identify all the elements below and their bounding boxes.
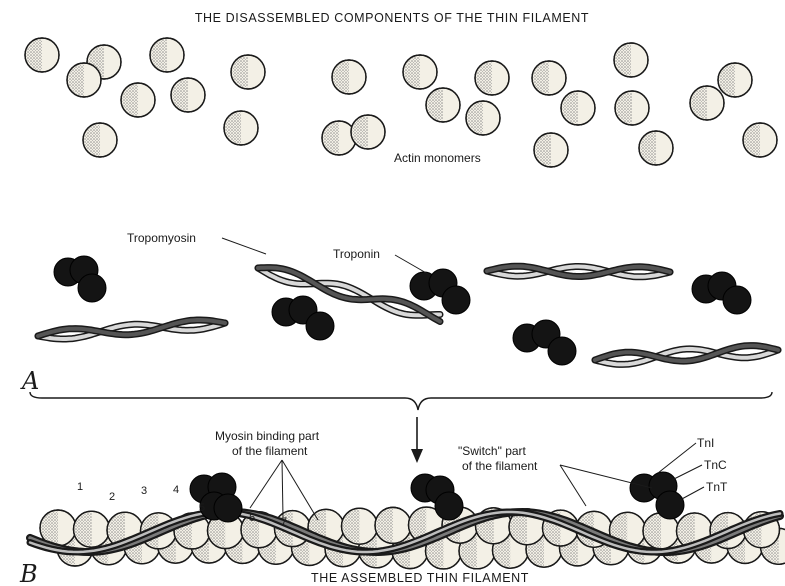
actin-monomer [171,78,205,112]
monomer-number: 1 [77,481,83,493]
actin-monomer [224,111,258,145]
tropomyosin-strand [595,346,778,365]
actin-monomer [534,133,568,167]
filament-actin-monomer [375,507,411,543]
actin-monomer [83,123,117,157]
monomer-number: 3 [141,485,147,497]
filament-troponin-complex [630,472,684,519]
switch-label-line1: "Switch" part [458,444,527,458]
monomer-number: 7 [281,516,287,528]
actin-monomer [426,88,460,122]
disassembled-title: THE DISASSEMBLED COMPONENTS OF THE THIN … [195,11,589,25]
tropomyosin-leader [222,238,266,254]
tropomyosin-strand [487,266,670,277]
tropomyosin-strand [38,320,225,339]
actin-monomer [475,61,509,95]
panel-a-label: A [20,367,39,395]
monomer-number: 4 [173,484,179,496]
actin-monomer [322,121,356,155]
troponin-label: Troponin [333,247,380,261]
actin-monomer [121,83,155,117]
actin-monomers-loose [25,38,777,167]
actin-monomer [25,38,59,72]
actin-monomer [690,86,724,120]
actin-monomer [351,115,385,149]
actin-monomer [614,43,648,77]
actin-monomers-label: Actin monomers [394,151,481,165]
troponin-complex [272,296,334,340]
actin-monomer [67,63,101,97]
actin-monomer [231,55,265,89]
actin-monomer [532,61,566,95]
tni-label: TnI [697,436,714,450]
assembly-arrowhead [411,449,423,463]
troponin-complex [692,272,751,314]
troponin-complex [513,320,576,365]
tnt-label: TnT [706,480,728,494]
filament-actin-monomer [74,511,110,547]
actin-monomer [403,55,437,89]
troponin-leader [395,255,428,274]
filament-actin-monomer [342,508,378,544]
assembled-title: THE ASSEMBLED THIN FILAMENT [311,571,529,585]
myosin-binding-label-line1: Myosin binding part [215,429,320,443]
tropomyosin-label: Tropomyosin [127,231,196,245]
troponin-complex [54,256,106,302]
switch-label-line2: of the filament [462,459,538,473]
myosin-binding-label-line2: of the filament [232,444,308,458]
actin-monomer [150,38,184,72]
assembly-bracket [30,392,772,410]
actin-monomer [639,131,673,165]
actin-monomer [466,101,500,135]
tropomyosin-strands [38,266,778,364]
actin-monomer [743,123,777,157]
actin-monomer [718,63,752,97]
monomer-number: 6 [249,512,255,524]
monomer-number: 5 [199,502,205,514]
monomer-number: 2 [109,491,115,503]
panel-b-label: B [19,560,38,586]
myosin-binding-leaders [250,460,318,520]
tnc-label: TnC [704,458,727,472]
actin-monomer [561,91,595,125]
actin-monomer [332,60,366,94]
actin-monomer [615,91,649,125]
